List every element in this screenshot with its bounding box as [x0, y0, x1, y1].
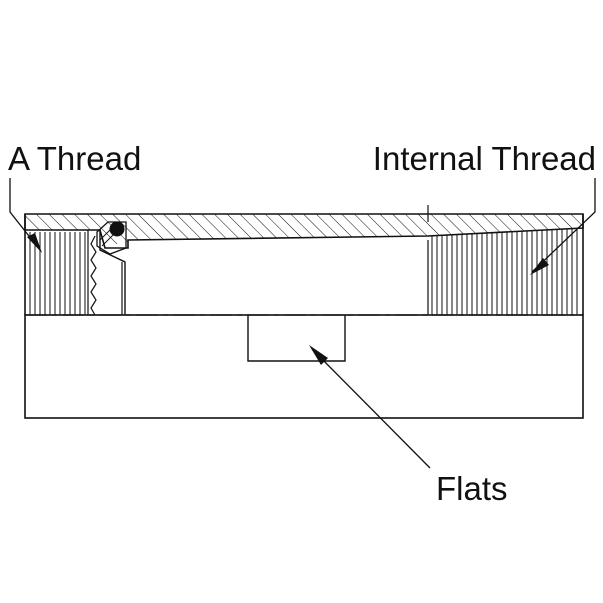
a-thread-label: A Thread	[8, 140, 141, 177]
flats-label: Flats	[436, 470, 508, 507]
flats-outline	[247, 315, 346, 362]
o-ring-icon	[109, 221, 125, 237]
internal-thread-leader	[530, 178, 596, 275]
a-thread-leader	[9, 178, 42, 253]
hatched-wall-section	[24, 205, 584, 249]
flats-leader	[309, 345, 431, 469]
a-thread-region	[29, 232, 86, 315]
internal-thread-label: Internal Thread	[373, 140, 596, 177]
internal-thread-region	[431, 228, 578, 315]
fitting-body-outline	[24, 314, 584, 419]
seal-groove	[90, 221, 127, 316]
